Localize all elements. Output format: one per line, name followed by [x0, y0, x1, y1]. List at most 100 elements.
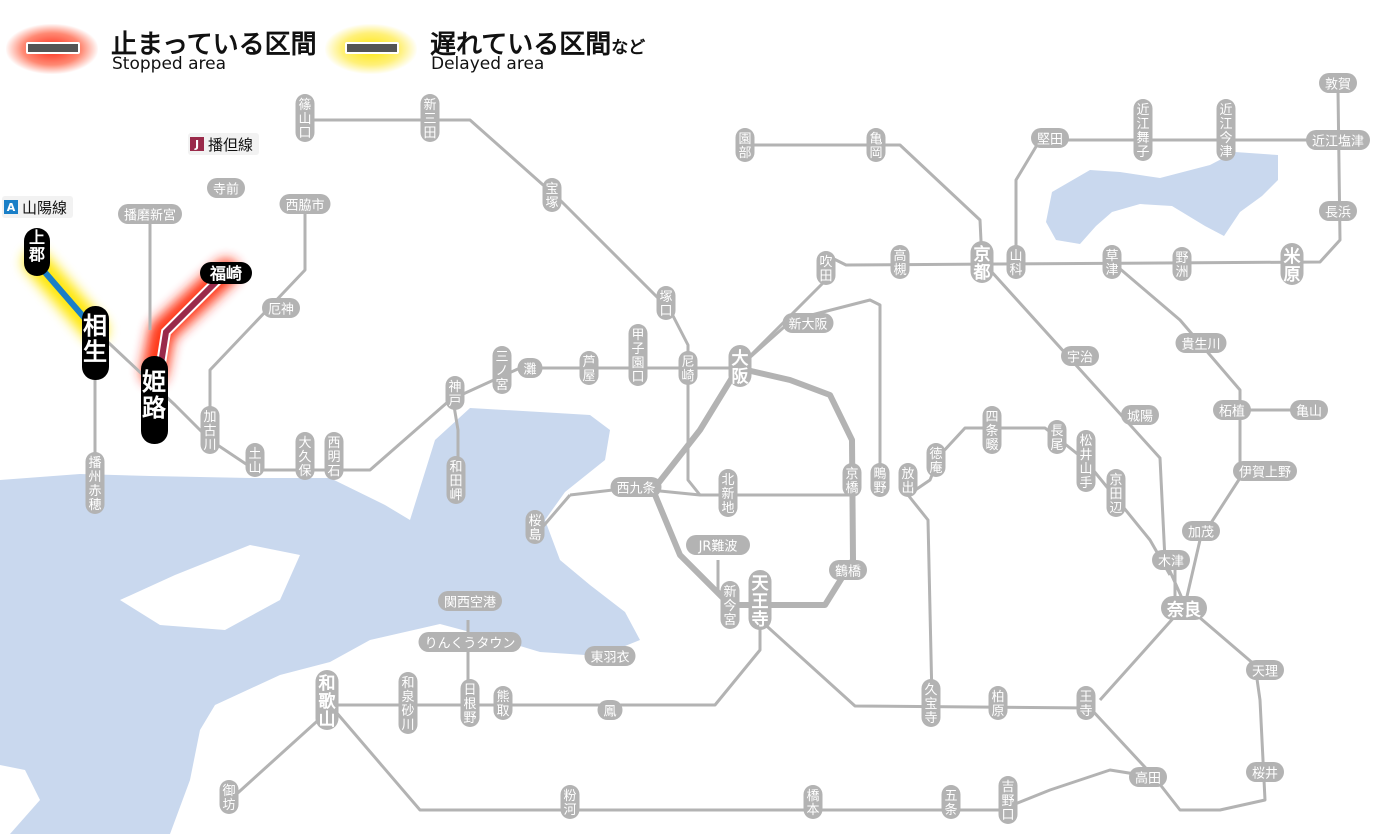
- station-joyo[interactable]: 城陽: [1121, 405, 1159, 425]
- station-matsuiyamate[interactable]: 松井山手: [1076, 430, 1096, 492]
- station-kyuhoji[interactable]: 久宝寺: [921, 679, 941, 727]
- line-label-bantan[interactable]: J 播但線: [188, 133, 260, 155]
- station-shin-osaka[interactable]: 新大阪: [782, 313, 834, 333]
- station-himeji[interactable]: 姫路: [142, 368, 167, 422]
- station-kakogawa[interactable]: 加古川: [200, 406, 220, 454]
- station-name: 貴生川: [1181, 338, 1220, 353]
- station-otori[interactable]: 鳳: [597, 700, 623, 720]
- station-omi-shiotsu[interactable]: 近江塩津: [1306, 130, 1370, 150]
- station-tsuge[interactable]: 柘植: [1213, 400, 1251, 420]
- station-kansai-airport[interactable]: 関西空港: [438, 591, 502, 611]
- station-bg: [446, 456, 466, 504]
- station-kyobashi[interactable]: 京橋: [842, 463, 862, 497]
- station-kyotanabe[interactable]: 京田辺: [1106, 469, 1126, 517]
- station-sannomiya[interactable]: 三ノ宮: [492, 346, 512, 394]
- station-okubo[interactable]: 大久保: [295, 432, 315, 480]
- station-wakayama[interactable]: 和歌山: [315, 670, 339, 730]
- station-konokawa[interactable]: 粉河: [560, 785, 580, 819]
- station-nishikujo[interactable]: 西九条: [610, 477, 662, 497]
- station-kobe[interactable]: 神戸: [445, 376, 465, 410]
- station-sonobe[interactable]: 園部: [735, 128, 755, 162]
- station-yakujin[interactable]: 厄神: [262, 298, 300, 318]
- station-hanaten[interactable]: 放出: [898, 463, 918, 497]
- station-tsuruhashi[interactable]: 鶴橋: [829, 560, 867, 580]
- station-teramae[interactable]: 寺前: [207, 178, 245, 198]
- station-sakurajima[interactable]: 桜島: [525, 510, 545, 544]
- station-kumatori[interactable]: 熊取: [493, 686, 513, 720]
- station-sakurai[interactable]: 桜井: [1246, 762, 1284, 782]
- station-uji[interactable]: 宇治: [1061, 346, 1099, 366]
- station-yoshinoguchi[interactable]: 吉野口: [998, 776, 1018, 824]
- station-name: 山科: [1009, 249, 1022, 278]
- station-iga-ueno[interactable]: 伊賀上野: [1233, 461, 1297, 481]
- station-yasu[interactable]: 野洲: [1172, 247, 1192, 281]
- station-rinku-town[interactable]: りんくうタウン: [418, 632, 522, 652]
- station-shijonawate[interactable]: 四条畷: [982, 406, 1002, 454]
- station-bg: [686, 535, 750, 555]
- station-shin-imamiya[interactable]: 新今宮: [720, 581, 740, 629]
- station-gojo[interactable]: 五条: [941, 785, 961, 819]
- station-kibukawa[interactable]: 貴生川: [1175, 333, 1227, 353]
- station-shigino[interactable]: 鴫野: [870, 463, 890, 497]
- station-bg: [1246, 660, 1284, 680]
- line-label-sanyo[interactable]: A 山陽線: [2, 196, 74, 218]
- station-shinsanda[interactable]: 新三田: [420, 94, 440, 142]
- station-himeji-pill: [141, 356, 168, 444]
- station-katata[interactable]: 堅田: [1031, 128, 1069, 148]
- station-name: 日根野: [463, 683, 476, 726]
- station-nishi-akashi[interactable]: 西明石: [324, 432, 344, 480]
- station-osaka[interactable]: 大阪: [728, 345, 752, 387]
- station-name: 宇治: [1067, 351, 1093, 366]
- station-bg: [998, 776, 1018, 824]
- station-bg: [85, 452, 105, 514]
- station-dobo[interactable]: 土山: [245, 443, 265, 477]
- station-jr-namba[interactable]: JR難波: [686, 535, 750, 555]
- station-maibara[interactable]: 米原: [1280, 243, 1304, 285]
- station-name: 和田岬: [449, 460, 462, 503]
- station-kameoka[interactable]: 亀岡: [866, 128, 886, 162]
- station-gobo[interactable]: 御坊: [219, 780, 239, 814]
- station-hineno[interactable]: 日根野: [460, 679, 480, 727]
- station-harima-shingu[interactable]: 播磨新宮: [118, 204, 182, 224]
- station-kamo[interactable]: 加茂: [1182, 521, 1220, 541]
- station-koshienguchi[interactable]: 甲子園口: [628, 324, 648, 386]
- station-nara[interactable]: 奈良: [1161, 596, 1207, 621]
- station-nagahama[interactable]: 長浜: [1319, 201, 1357, 221]
- station-wadamisaki[interactable]: 和田岬: [446, 456, 466, 504]
- station-takada[interactable]: 高田: [1129, 767, 1167, 787]
- station-omi-imazu[interactable]: 近江今津: [1216, 99, 1236, 161]
- station-suita[interactable]: 吹田: [816, 251, 836, 285]
- station-tennoji[interactable]: 天王寺: [748, 570, 772, 630]
- station-kusatsu[interactable]: 草津: [1102, 245, 1122, 279]
- station-tsuruga[interactable]: 敦賀: [1319, 73, 1357, 93]
- station-takarazuka[interactable]: 宝塚: [542, 178, 562, 212]
- station-amagasaki[interactable]: 尼崎: [678, 351, 698, 385]
- station-tenri[interactable]: 天理: [1246, 660, 1284, 680]
- station-nagao[interactable]: 長尾: [1047, 420, 1067, 454]
- station-kashiwara[interactable]: 柏原: [988, 686, 1008, 720]
- station-oji[interactable]: 王寺: [1076, 686, 1096, 720]
- station-hashimoto[interactable]: 橋本: [803, 785, 823, 819]
- station-takatsuki[interactable]: 高槻: [890, 245, 910, 279]
- station-kitashinchi[interactable]: 北新地: [718, 469, 738, 517]
- legend-delayed-label-suffix: など: [611, 38, 646, 58]
- station-name: 鳳: [603, 705, 616, 720]
- station-higashi-hagoromo[interactable]: 東羽衣: [584, 646, 636, 666]
- station-omi-maiko[interactable]: 近江舞子: [1133, 99, 1153, 161]
- station-kyoto[interactable]: 京都: [970, 241, 994, 283]
- station-izumisunagawa[interactable]: 和泉砂川: [398, 672, 418, 734]
- station-yamashina[interactable]: 山科: [1006, 245, 1026, 279]
- station-nishiwakishi[interactable]: 西脇市: [279, 194, 331, 214]
- station-nada[interactable]: 灘: [517, 358, 543, 378]
- station-banshu-ako[interactable]: 播州赤穂: [85, 452, 105, 514]
- station-ashiya[interactable]: 芦屋: [579, 351, 599, 385]
- station-aioi[interactable]: 相生: [83, 312, 107, 366]
- station-tokuan[interactable]: 徳庵: [926, 443, 946, 477]
- station-sasayamaguchi[interactable]: 篠山口: [295, 94, 315, 142]
- station-kizu[interactable]: 木津: [1152, 550, 1190, 570]
- station-kameyama[interactable]: 亀山: [1290, 400, 1328, 420]
- station-tsukaguchi[interactable]: 塚口: [656, 286, 676, 320]
- line-code-sanyo: A: [4, 200, 18, 214]
- station-fukusaki[interactable]: 福崎: [209, 264, 242, 283]
- station-kamigori[interactable]: 上郡: [28, 228, 45, 264]
